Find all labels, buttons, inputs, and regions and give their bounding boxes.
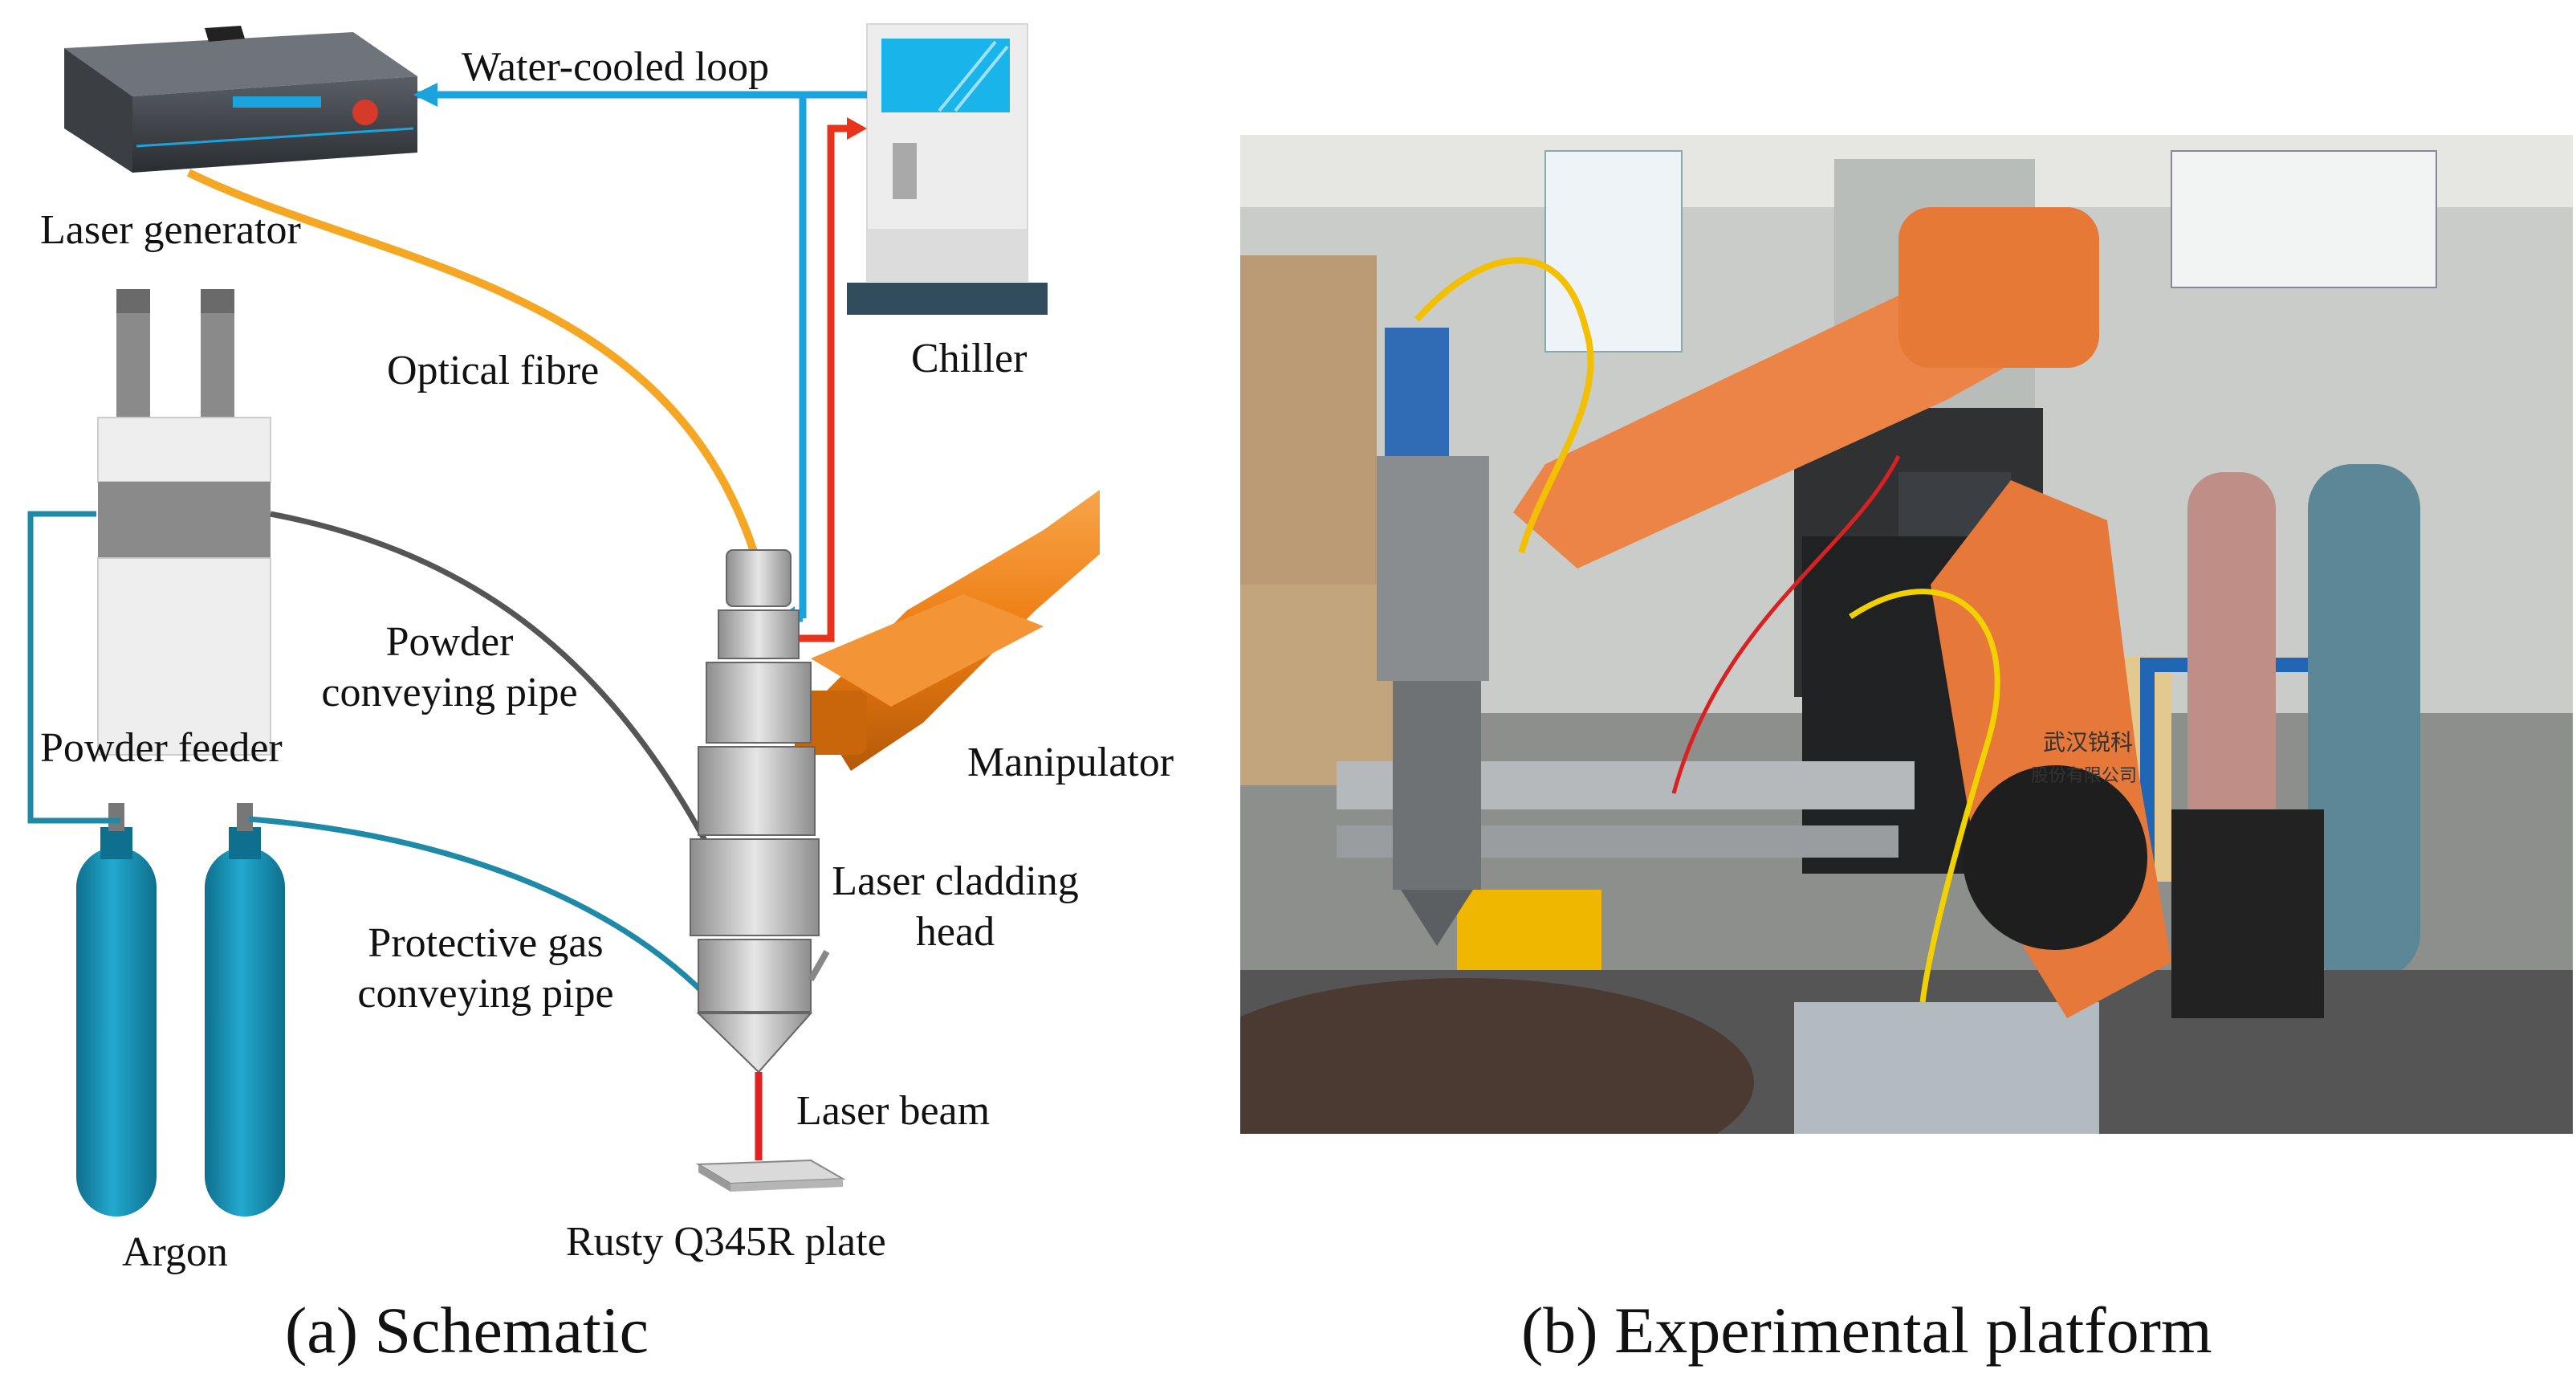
label-laser-generator: Laser generator [40, 207, 301, 253]
label-powder-conveying-pipe-line2: conveying pipe [321, 670, 578, 716]
label-argon: Argon [122, 1229, 228, 1275]
label-laser-cladding-head-line1: Laser cladding [832, 858, 1079, 904]
schematic-diagram [27, 23, 1100, 1217]
rusty-plate-icon [695, 1159, 846, 1192]
label-chiller: Chiller [911, 336, 1028, 381]
label-protective-gas-conveying-pipe: Protective gas conveying pipe [325, 918, 646, 1020]
photo-sign-text: 武汉锐科 [2043, 729, 2134, 756]
photo-sign-text-2: 股份有限公司 [2031, 766, 2138, 786]
label-protective-gas-line1: Protective gas [368, 920, 604, 966]
experimental-platform-photo: 武汉锐科 股份有限公司 [1240, 135, 2573, 1134]
water-cooled-loop-lines [413, 83, 867, 642]
powder-conveying-pipe-line [270, 511, 710, 845]
label-rusty-plate: Rusty Q345R plate [566, 1219, 886, 1265]
caption-schematic: (a) Schematic [285, 1294, 649, 1367]
label-optical-fibre: Optical fibre [387, 348, 600, 393]
label-laser-beam: Laser beam [796, 1088, 991, 1134]
powder-feeder-icon [97, 289, 271, 756]
manipulator-icon [795, 490, 1100, 771]
laser-cladding-head-icon [690, 549, 830, 1074]
label-manipulator: Manipulator [967, 740, 1174, 785]
photo-illustration [1240, 135, 2573, 1134]
laser-generator-icon [64, 26, 417, 173]
label-protective-gas-line2: conveying pipe [357, 971, 614, 1017]
label-laser-cladding-head-line2: head [915, 909, 995, 956]
label-laser-cladding-head: Laser cladding head [803, 856, 1108, 958]
chiller-icon [847, 23, 1048, 315]
label-powder-conveying-pipe-line1: Powder [385, 619, 514, 665]
label-water-cooled-loop: Water-cooled loop [462, 44, 770, 90]
argon-cylinders-icon [76, 803, 285, 1217]
optical-fibre-line [186, 169, 759, 556]
protective-gas-pipe-line [248, 816, 709, 998]
caption-experimental-platform: (b) Experimental platform [1521, 1294, 2212, 1367]
argon-supply-line [27, 511, 120, 824]
label-powder-conveying-pipe: Powder conveying pipe [297, 617, 602, 719]
label-powder-feeder: Powder feeder [40, 725, 283, 771]
